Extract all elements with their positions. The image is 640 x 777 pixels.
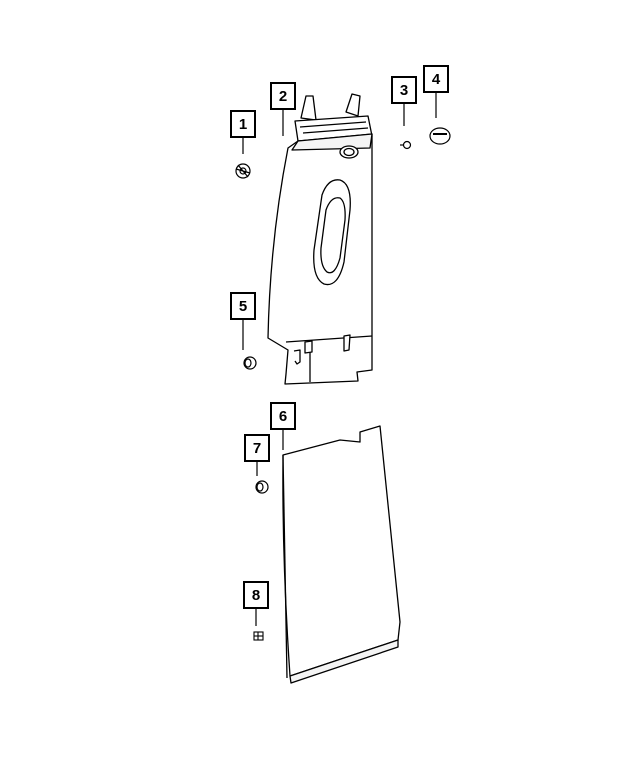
callout-8-label: 8: [252, 587, 260, 604]
callout-1: 1: [230, 110, 256, 138]
lower-pillar-trim: [282, 425, 401, 684]
callout-2-label: 2: [279, 88, 287, 105]
plug-part-5-icon: [243, 356, 257, 370]
leader-lines: [242, 93, 437, 626]
callout-6-label: 6: [279, 408, 287, 425]
callout-7-label: 7: [253, 440, 261, 457]
callout-5-label: 5: [239, 298, 247, 315]
upper-pillar-trim: [267, 93, 373, 385]
callout-1-label: 1: [239, 116, 247, 133]
plug-part-7-icon: [255, 480, 269, 494]
callout-3-label: 3: [400, 82, 408, 99]
cap-part-4-icon: [429, 127, 451, 145]
callout-7: 7: [244, 434, 270, 462]
clip-part-8-icon: [253, 631, 264, 641]
callout-4-label: 4: [432, 71, 441, 88]
callout-4: 4: [423, 65, 449, 93]
fastener-part-3-icon: [400, 140, 412, 150]
callout-5: 5: [230, 292, 256, 320]
callout-6: 6: [270, 402, 296, 430]
callout-3: 3: [391, 76, 417, 104]
callout-2: 2: [270, 82, 296, 110]
clip-part-1-icon: [235, 163, 251, 179]
callout-8: 8: [243, 581, 269, 609]
